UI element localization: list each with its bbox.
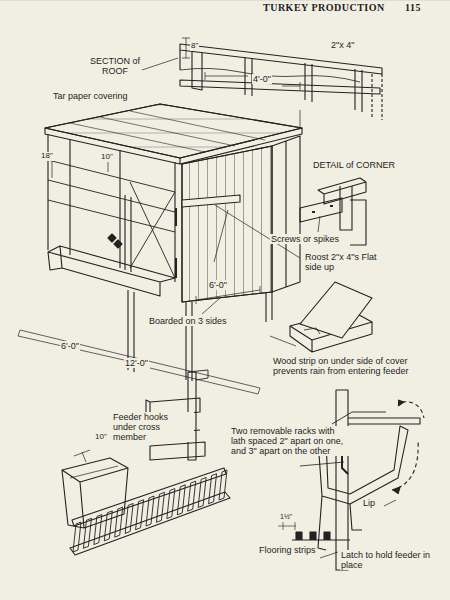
callout-label: Tar paper covering bbox=[52, 91, 129, 101]
rack-slats bbox=[73, 470, 227, 552]
callout-label: Boarded on 3 sides bbox=[148, 316, 228, 326]
callout-label: Two removable racks with lath spaced 2" … bbox=[230, 426, 350, 456]
rack-slat bbox=[83, 518, 91, 548]
feeder-with-cover bbox=[270, 282, 372, 352]
callout-label: Roost 2"x 4"s Flat side up bbox=[304, 252, 396, 272]
rack-slat bbox=[219, 470, 227, 500]
callout-label: 6'-0" bbox=[60, 341, 80, 351]
callout-label: 18" bbox=[40, 152, 54, 161]
rack-slat bbox=[73, 522, 81, 552]
rack-slat bbox=[115, 507, 123, 537]
callout-label: 10" bbox=[100, 153, 114, 162]
callout-label: Flooring strips bbox=[258, 545, 317, 555]
callout-label: Wood strip on under side of cover preven… bbox=[272, 356, 414, 376]
callout-label: 8" bbox=[190, 42, 199, 51]
removable-rack bbox=[62, 450, 230, 555]
rack-slat bbox=[136, 500, 144, 530]
callout-label: Screws or spikes bbox=[270, 234, 340, 244]
running-header: TURKEY PRODUCTION bbox=[262, 2, 386, 13]
callout-label: 12'-0" bbox=[124, 358, 149, 368]
callout-label: Feeder hooks under cross member bbox=[112, 412, 194, 442]
rack-slat bbox=[125, 503, 133, 533]
callout-label: Latch to hold feeder in place bbox=[340, 550, 442, 570]
rack-slat bbox=[167, 489, 175, 519]
running-header: 115 bbox=[404, 2, 422, 13]
rack-slat bbox=[209, 474, 217, 504]
callout-label: Lip bbox=[362, 498, 376, 508]
callout-label: 1½" bbox=[279, 513, 293, 521]
rack-slat bbox=[104, 511, 112, 541]
rack-slat bbox=[177, 485, 185, 515]
callout-label: 10" bbox=[94, 433, 108, 442]
callout-label: 6'-0" bbox=[208, 280, 228, 290]
rack-slat bbox=[146, 496, 154, 526]
callout-label: 4'-0" bbox=[252, 74, 272, 84]
callout-label: SECTION of ROOF bbox=[88, 56, 142, 76]
rack-slat bbox=[188, 481, 196, 511]
callout-label: DETAIL of CORNER bbox=[312, 160, 396, 170]
rack-slat bbox=[156, 492, 164, 522]
shelter bbox=[18, 104, 302, 394]
feeder-cross-section bbox=[278, 390, 424, 570]
callout-label: 2"x 4" bbox=[330, 40, 355, 50]
rack-slat bbox=[94, 515, 102, 545]
header-rule bbox=[0, 0, 450, 1]
rack-slat bbox=[198, 477, 206, 507]
